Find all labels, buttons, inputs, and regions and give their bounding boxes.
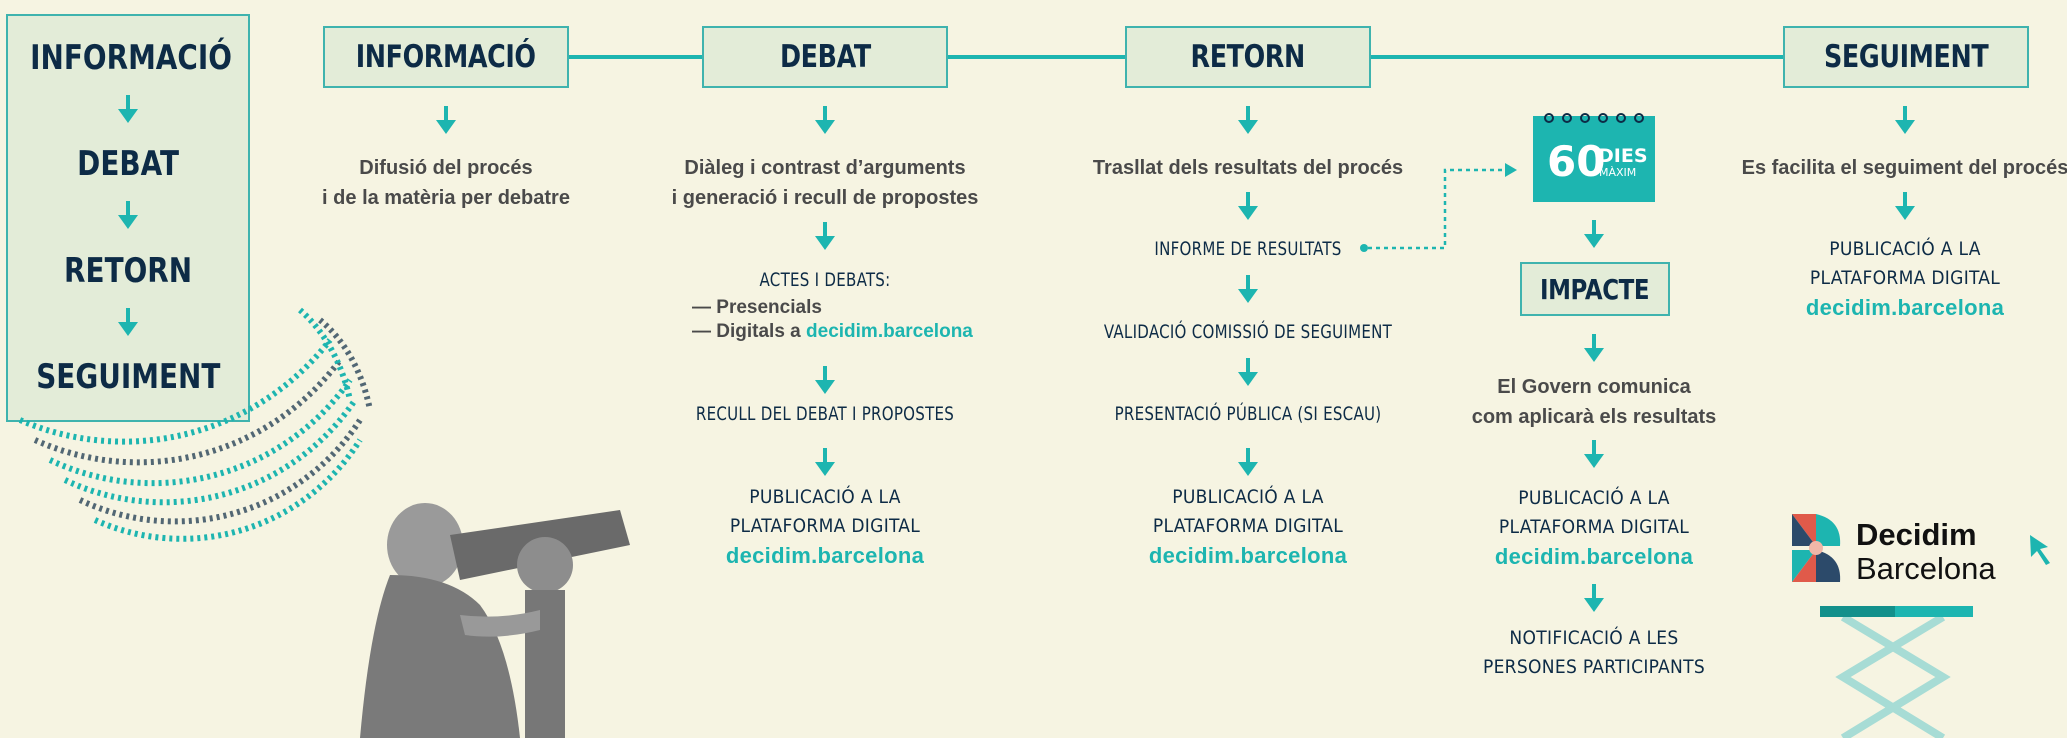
stage-box-retorn: RETORN <box>1125 26 1371 88</box>
dotted-connector <box>1360 163 1517 252</box>
stage-box-seguiment: SEGUIMENT <box>1783 26 2029 88</box>
stage-box-informacio: INFORMACIÓ <box>323 26 569 88</box>
impacte-box: IMPACTE <box>1520 262 1670 316</box>
presentacio-step: PRESENTACIÓ PÚBLICA (SI ESCAU) <box>1114 403 1382 425</box>
seguiment-description: Es facilita el seguiment del procés <box>1741 157 2067 179</box>
days-number: 60 <box>1547 137 1606 186</box>
recull-step: RECULL DEL DEBAT I PROPOSTES <box>695 403 955 425</box>
retorn-description: Trasllat dels resultats del procés <box>1092 157 1404 179</box>
decidim-link[interactable]: decidim.barcelona <box>725 543 925 568</box>
decorative-number-arcs <box>18 307 373 542</box>
calendar-rings-icon <box>1544 113 1644 123</box>
stage-box-debat: DEBAT <box>702 26 948 88</box>
decidim-link[interactable]: decidim.barcelona <box>806 321 973 342</box>
summary-panel: INFORMACIÓ DEBAT RETORN SEGUIMENT <box>6 14 250 422</box>
days-max: MÀXIM <box>1599 166 1637 179</box>
actes-digitals: — Digitals a decidim.barcelona <box>692 321 973 342</box>
decorative-lattice <box>1835 617 1951 738</box>
actes-presencials: — Presencials <box>692 297 822 318</box>
actes-title: ACTES I DEBATS: <box>759 269 891 291</box>
validacio-step: VALIDACIÓ COMISSIÓ DE SEGUIMENT <box>1103 321 1393 343</box>
summary-step-informacio: INFORMACIÓ <box>30 38 232 78</box>
decidim-link[interactable]: decidim.barcelona <box>1805 295 2005 320</box>
summary-step-debat: DEBAT <box>77 144 179 184</box>
decidim-link[interactable]: decidim.barcelona <box>1494 544 1694 569</box>
cursor-arrow-icon <box>2030 535 2050 565</box>
summary-step-retorn: RETORN <box>63 251 193 291</box>
telescope-illustration <box>360 503 630 738</box>
decidim-link[interactable]: decidim.barcelona <box>1148 543 1348 568</box>
days-word: DIES <box>1598 145 1648 167</box>
logo-line1: Decidim <box>1856 517 1977 552</box>
informe-step: INFORME DE RESULTATS <box>1154 238 1342 260</box>
logo-line2: Barcelona <box>1856 551 1996 586</box>
decidim-logo-icon <box>1792 514 1841 582</box>
summary-step-seguiment: SEGUIMENT <box>35 357 221 397</box>
actes-list: — Presencials — Digitals a decidim.barce… <box>692 296 973 344</box>
decorative-bar <box>1820 606 1973 617</box>
calendar-60-dies: 60 DIES MÀXIM <box>1533 113 1655 202</box>
